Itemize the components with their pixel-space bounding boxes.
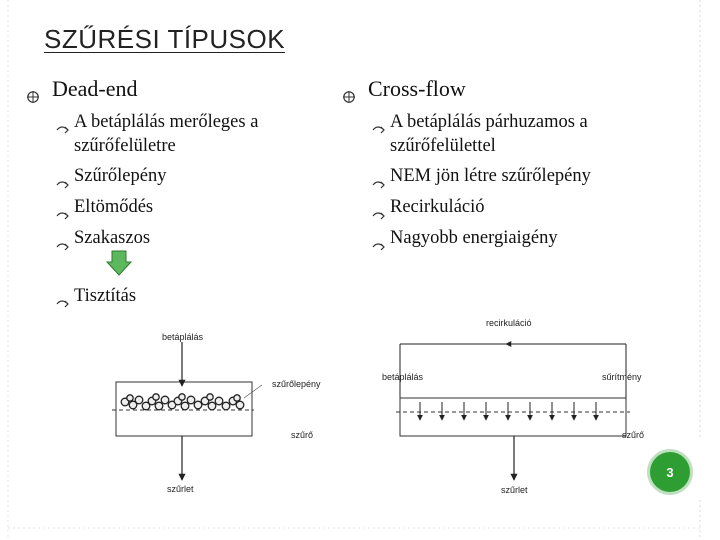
dead-end-filtrate-label: szűrlet [167, 484, 194, 494]
cross-bullet-icon [26, 82, 40, 112]
cross-flow-filter-label: szűrő [622, 430, 644, 440]
cleaning-item: Tisztítás [56, 282, 136, 310]
cross-flow-diagram: recirkuláció betáplálás sűrítmény szűrő … [382, 318, 644, 495]
dead-end-feed-label: betáplálás [162, 332, 204, 342]
cross-flow-feed-label: betáplálás [382, 372, 424, 382]
page-title: SZŰRÉSI TÍPUSOK [44, 24, 286, 54]
dead-end-cake-label: szűrőlepény [272, 379, 321, 389]
dead-end-column: Dead-end A betáplálás merőleges a szűrőf… [26, 74, 326, 254]
list-item: Recirkuláció [372, 192, 662, 223]
list-item: A betáplálás merőleges a szűrőfelületre [56, 106, 314, 161]
arrow-bullet-icon [372, 233, 386, 264]
arrow-bullet-icon [56, 116, 70, 147]
cake-pointer [243, 384, 263, 399]
arrow-bullet-icon [56, 171, 70, 202]
cross-flow-heading: Cross-flow [342, 74, 662, 104]
cross-flow-retentate-label: sűrítmény [602, 372, 642, 382]
green-down-arrow-icon [105, 250, 133, 281]
arrow-bullet-icon [372, 171, 386, 202]
list-item: NEM jön létre szűrőlepény [372, 161, 662, 192]
dead-end-heading: Dead-end [26, 74, 326, 104]
dead-end-diagram: betáplálás szűrőlepény szűrő szűrlet [112, 332, 321, 494]
arrow-bullet-icon [56, 291, 70, 319]
cross-flow-list: A betáplálás párhuzamos a szűrőfelülette… [342, 106, 662, 254]
dead-end-filter-label: szűrő [291, 430, 313, 440]
arrow-bullet-icon [56, 202, 70, 233]
list-item: Nagyobb energiaigény [372, 223, 662, 254]
arrow-bullet-icon [372, 202, 386, 233]
arrow-bullet-icon [56, 233, 70, 264]
page-number-badge: 3 [650, 452, 690, 492]
cross-flow-permeate-arrows [417, 402, 599, 421]
cross-flow-vessel [399, 397, 627, 437]
list-item: Szakaszos [56, 223, 326, 254]
list-item: A betáplálás párhuzamos a szűrőfelülette… [372, 106, 650, 161]
cleaning-text: Tisztítás [74, 286, 137, 306]
arrow-bullet-icon [372, 116, 386, 147]
dead-end-heading-text: Dead-end [52, 76, 138, 101]
dead-end-list: A betáplálás merőleges a szűrőfelületre … [26, 106, 326, 254]
list-item: Szűrőlepény [56, 161, 326, 192]
cross-flow-column: Cross-flow A betáplálás párhuzamos a szű… [342, 74, 662, 254]
filter-cake [120, 393, 245, 411]
cross-flow-recirc-label: recirkuláció [486, 318, 532, 328]
cross-flow-filtrate-label: szűrlet [501, 485, 528, 495]
list-item: Eltömődés [56, 192, 326, 223]
cross-flow-heading-text: Cross-flow [368, 76, 466, 101]
cross-bullet-icon [342, 82, 356, 112]
